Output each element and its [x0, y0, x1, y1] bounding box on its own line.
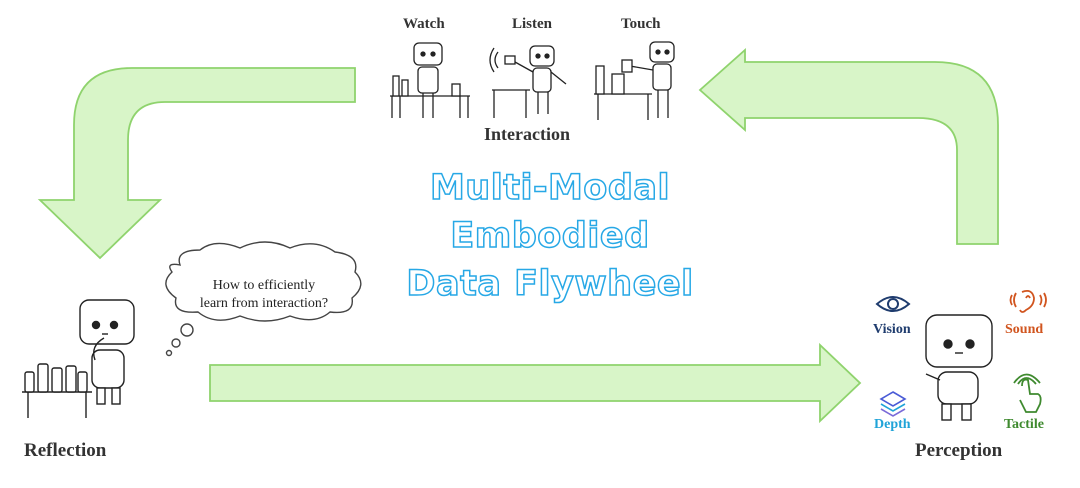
interaction-label: Interaction	[484, 124, 570, 144]
title-line-2: Embodied	[450, 215, 650, 257]
layers-icon	[879, 391, 907, 417]
arrow-interaction-to-reflection	[37, 67, 356, 260]
sound-label: Sound	[1005, 322, 1044, 337]
thought-text: How to efficiently learn from interactio…	[178, 277, 350, 313]
robot-watch-illustration	[390, 42, 470, 118]
perception-label: Perception	[915, 440, 1003, 461]
title-line-3: Data Flywheel	[406, 263, 694, 305]
thought-line-2: learn from interaction?	[199, 296, 329, 311]
eye-icon	[875, 296, 911, 312]
ear-icon	[1009, 289, 1047, 313]
vision-label: Vision	[873, 322, 911, 337]
robot-touch-illustration	[594, 41, 675, 120]
tactile-label: Tactile	[1004, 417, 1044, 432]
depth-label: Depth	[874, 417, 911, 432]
touch-hand-icon	[1013, 373, 1042, 413]
touch-label: Touch	[621, 16, 661, 32]
listen-label: Listen	[512, 16, 553, 32]
thought-cloud	[165, 241, 362, 357]
robot-perception-illustration	[925, 314, 993, 421]
thought-line-1: How to efficiently	[212, 278, 316, 293]
title-line-1: Multi-Modal	[429, 167, 671, 209]
robot-listen-illustration	[489, 45, 567, 118]
watch-label: Watch	[403, 16, 445, 32]
robot-reflection-illustration	[22, 299, 135, 418]
arrow-reflection-to-perception	[209, 342, 862, 424]
arrow-perception-to-interaction	[698, 47, 999, 245]
reflection-label: Reflection	[24, 440, 107, 461]
